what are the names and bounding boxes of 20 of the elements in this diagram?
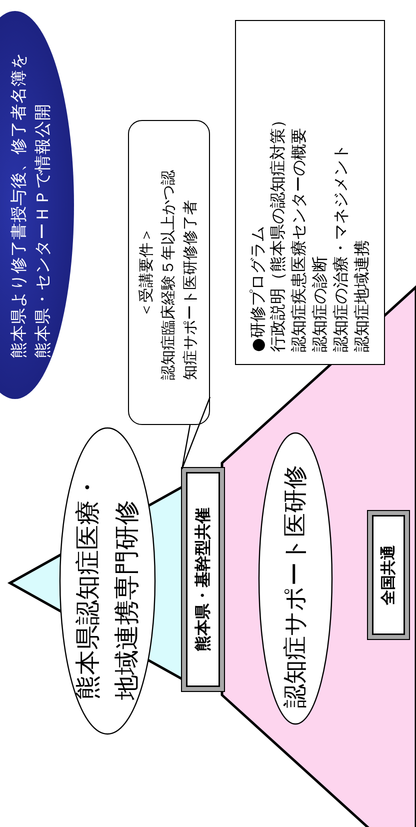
label-plate: [367, 510, 410, 640]
list-item: 行政説明（熊本県の認知症対策）: [268, 112, 288, 352]
oval-node: [258, 432, 333, 725]
list-item: 認知症地域連携: [352, 240, 372, 352]
node-text: 熊本県・基幹型共催: [192, 508, 212, 652]
label-plate: [181, 467, 225, 692]
node-text: 認知症臨床経験５年以上かつ認知症サポート医研修修了者: [158, 168, 200, 380]
callout-heading: ＜受講要件＞: [136, 228, 156, 318]
node-text: 認知症サポート医研修: [280, 464, 310, 708]
node-text: 熊本県より修了書授与後、修了者名簿を熊本県・センターＨＰで情報公開: [8, 52, 53, 358]
callout-box: [128, 120, 210, 425]
node-text: 全国共通: [379, 545, 398, 605]
list-heading: ●研修プログラム: [248, 226, 268, 352]
node-text: 熊本県認知症医療・地域連携専門研修: [72, 474, 142, 700]
list-item: 認知症の診断: [310, 256, 330, 352]
oval-node: [59, 427, 156, 735]
list-item: 認知症疾患医療センターの概要: [289, 128, 310, 352]
list-item: 認知症の治療・マネジメント: [330, 144, 351, 352]
program-box: [235, 20, 385, 365]
callout-pointer: [181, 396, 211, 470]
